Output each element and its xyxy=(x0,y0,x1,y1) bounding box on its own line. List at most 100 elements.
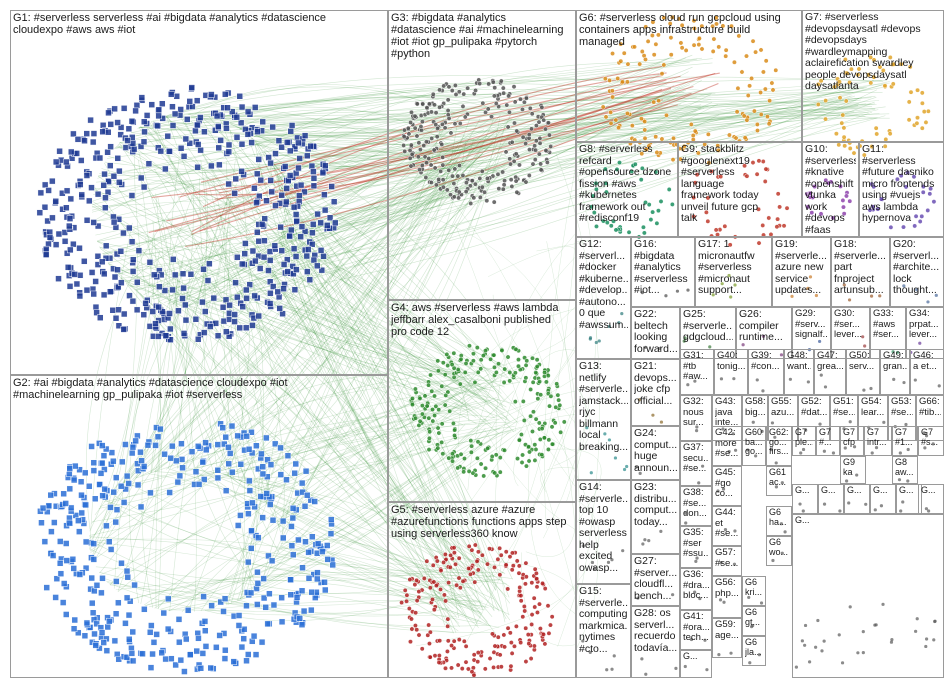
node xyxy=(283,185,290,192)
group-panel-g47: G47: grea... xyxy=(814,349,846,395)
node xyxy=(61,238,69,245)
edge xyxy=(196,147,449,469)
edge xyxy=(248,92,883,136)
edge xyxy=(247,127,506,156)
edge xyxy=(227,428,486,605)
group-panel-g45: G45: #go co... xyxy=(712,466,742,506)
group-panel-g10: G10: #serverless #knative #openshift vtu… xyxy=(802,142,859,237)
node xyxy=(155,303,162,311)
node xyxy=(254,229,261,236)
edge xyxy=(549,499,600,612)
edge xyxy=(196,96,877,306)
edge xyxy=(243,104,663,133)
node xyxy=(194,163,201,171)
node xyxy=(180,153,188,160)
node xyxy=(55,275,62,282)
node xyxy=(242,240,249,247)
edge xyxy=(177,192,231,469)
edge xyxy=(101,154,481,186)
node xyxy=(257,176,265,184)
edge xyxy=(227,168,251,476)
group-panel-g8: G8: #serverless refcard #opensource dzon… xyxy=(576,142,678,237)
edge xyxy=(223,473,479,628)
edge xyxy=(199,72,716,232)
node xyxy=(37,189,45,197)
node xyxy=(130,256,137,263)
group-label-gx7: G... xyxy=(795,516,810,525)
group-panel-g4: G4: aws #serverless #aws lambda jeffbarr… xyxy=(388,300,576,502)
group-panel-g14: G14: #serverle... top 10 #owasp serverle… xyxy=(576,480,631,584)
edge xyxy=(471,407,577,597)
node xyxy=(90,130,98,137)
node xyxy=(167,336,174,343)
node xyxy=(326,214,334,222)
group-panel-g7: G7: #serverless #devopsdaysatl #devops #… xyxy=(802,10,944,142)
node xyxy=(267,159,274,167)
edge xyxy=(88,418,486,540)
node xyxy=(232,279,239,286)
node xyxy=(225,148,233,156)
node xyxy=(36,209,44,216)
edge xyxy=(114,95,851,272)
node xyxy=(304,152,311,160)
node xyxy=(141,128,148,136)
edge xyxy=(416,326,577,388)
edge xyxy=(238,291,468,374)
edge xyxy=(280,139,482,542)
group-label-g35: G35: #ser #ssu... xyxy=(683,528,709,559)
edge xyxy=(281,149,483,192)
edge xyxy=(149,121,488,623)
group-label-g48: G48: want... xyxy=(787,351,811,372)
node xyxy=(303,252,311,260)
edge xyxy=(273,166,479,574)
node xyxy=(179,295,186,302)
edge xyxy=(117,260,178,592)
edge xyxy=(540,467,577,493)
group-label-g40: G40: tonig... xyxy=(717,351,745,372)
edge xyxy=(120,111,873,279)
edge xyxy=(186,252,235,479)
node xyxy=(66,222,73,230)
edge xyxy=(109,160,458,586)
node xyxy=(42,251,50,258)
node xyxy=(215,123,222,130)
edge xyxy=(130,572,472,600)
edge xyxy=(159,301,474,586)
node xyxy=(124,137,131,144)
edge xyxy=(214,116,495,472)
node xyxy=(70,130,77,138)
node xyxy=(46,234,54,241)
edge xyxy=(155,471,493,569)
group-panel-g63: G6 ha... xyxy=(766,506,792,536)
node xyxy=(126,292,133,299)
edge xyxy=(268,108,876,158)
node xyxy=(83,172,91,179)
edge xyxy=(272,84,883,167)
edge xyxy=(106,580,454,633)
edge xyxy=(123,79,669,140)
edge xyxy=(268,95,876,263)
node xyxy=(277,223,284,231)
group-label-g6: G6: #serverless cloud run gcpcloud using… xyxy=(579,12,781,48)
group-label-gx3: G... xyxy=(847,486,862,495)
group-panel-gx3: G... xyxy=(844,484,870,514)
node xyxy=(215,144,223,152)
edge xyxy=(166,116,511,604)
group-label-g18: G18: #serverle... part fnproject artunsu… xyxy=(834,239,886,296)
edge xyxy=(283,133,444,213)
node xyxy=(140,183,148,191)
node xyxy=(286,232,293,240)
node xyxy=(272,150,279,157)
node xyxy=(118,279,125,286)
node xyxy=(201,128,208,135)
edge xyxy=(102,102,713,254)
edge xyxy=(164,97,872,118)
edge xyxy=(184,429,523,613)
edge xyxy=(169,468,444,590)
edge xyxy=(180,114,511,621)
edge xyxy=(90,381,521,553)
node xyxy=(328,183,335,190)
group-label-g1: G1: #serverless serverless #ai #bigdata … xyxy=(13,12,327,36)
edge xyxy=(236,292,482,386)
node xyxy=(120,310,128,318)
